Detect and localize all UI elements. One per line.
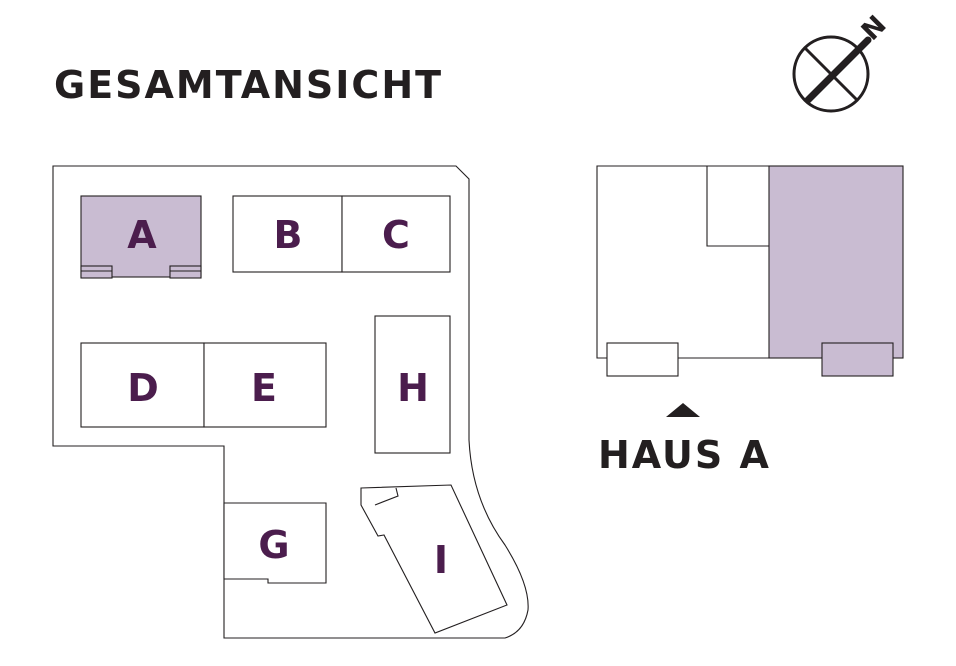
haus-a-entrance-right (821, 342, 894, 377)
building-label-d: D (127, 366, 159, 410)
building-i-annex (374, 487, 399, 506)
building-label-a: A (127, 213, 157, 257)
haus-a-highlight-section[interactable] (768, 165, 904, 359)
building-b[interactable] (232, 195, 343, 273)
building-h[interactable] (374, 315, 451, 454)
triangle-up-icon (666, 403, 700, 417)
building-d[interactable] (80, 342, 205, 428)
building-g[interactable] (223, 502, 327, 584)
haus-a-entrance-left (606, 342, 679, 377)
building-e[interactable] (203, 342, 327, 428)
compass-north-icon: N (792, 10, 893, 113)
building-label-i: I (434, 538, 448, 582)
building-label-c: C (382, 213, 410, 257)
building-label-e: E (251, 366, 277, 410)
building-label-b: B (274, 213, 303, 257)
compass-north-label: N (856, 10, 893, 47)
detail-title: HAUS A (598, 433, 771, 477)
page-title: GESAMTANSICHT (54, 63, 443, 107)
building-c[interactable] (341, 195, 451, 273)
building-label-g: G (258, 523, 289, 567)
building-a[interactable] (80, 195, 202, 279)
building-i[interactable] (360, 484, 508, 634)
haus-a-floorplan (596, 165, 904, 377)
building-label-h: H (397, 366, 429, 410)
site-boundary (52, 165, 529, 639)
